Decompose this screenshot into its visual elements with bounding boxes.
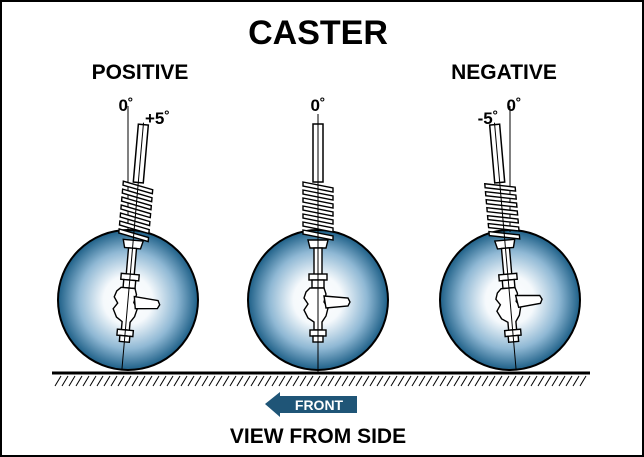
steering-axis-negative (493, 122, 517, 370)
steering-axis-positive (121, 122, 145, 370)
negative-heading: NEGATIVE (451, 61, 557, 84)
front-arrow: FRONT (265, 392, 357, 417)
strut-negative (478, 121, 547, 370)
front-label: FRONT (295, 397, 344, 413)
angle-label-right-zero: 0˚ (506, 96, 521, 115)
angle-label-left-plus: +5˚ (145, 109, 170, 128)
angle-label-right-minus: -5˚ (478, 109, 499, 128)
angle-label-center-zero: 0˚ (310, 96, 325, 115)
ground-hatching (54, 375, 587, 387)
strut-zero (302, 114, 351, 372)
view-caption: VIEW FROM SIDE (230, 425, 406, 448)
strut-positive (108, 122, 176, 370)
angle-label-left-zero: 0˚ (118, 96, 133, 115)
positive-heading: POSITIVE (92, 61, 189, 84)
diagram-title: CASTER (248, 14, 388, 52)
